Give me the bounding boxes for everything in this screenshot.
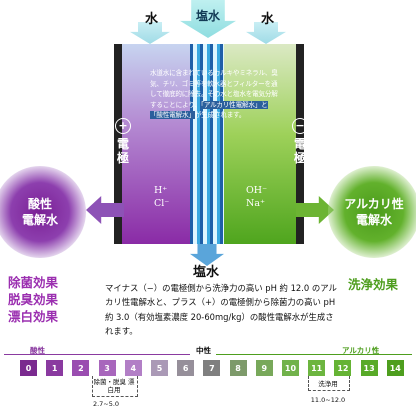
- ph-value-2: 2: [72, 360, 90, 376]
- water-input-label-right: 水: [261, 12, 275, 27]
- effect-sterilization: 除菌効果: [8, 275, 59, 290]
- alkaline-use-label: 洗浄用: [318, 380, 338, 388]
- acid-scale-line: [4, 354, 190, 355]
- alkaline-water-label-2: 電解水: [355, 213, 392, 227]
- ph-value-7: 7: [203, 360, 221, 376]
- plus-sign-icon: +: [115, 118, 131, 134]
- positive-electrode-label: + 電極: [114, 118, 132, 165]
- acidic-water-label-2: 電解水: [21, 213, 58, 227]
- alkaline-scale-line: [216, 354, 412, 355]
- caption-text: マイナス（−）の電極側から洗浄力の高い pH 約 12.0 のアルカリ性電解水と…: [105, 283, 337, 337]
- acid-use-label: 除菌・脱臭 漂白用: [93, 378, 135, 394]
- salt-output-label: 塩水: [193, 265, 220, 280]
- acid-use-bracket: [92, 376, 138, 397]
- acid-use-range: 2.7~5.0: [92, 400, 120, 408]
- ph-value-0: 0: [20, 360, 37, 376]
- alkaline-water-circle: アルカリ性 電解水: [328, 166, 416, 258]
- anode-chamber: [118, 44, 196, 244]
- description-text-2: が生成されます。: [194, 111, 246, 119]
- effect-bleaching: 漂白効果: [8, 309, 59, 324]
- effect-deodorization: 脱臭効果: [8, 292, 59, 307]
- positive-electrode-text: 電極: [116, 137, 129, 165]
- ph-value-5: 5: [151, 360, 168, 376]
- alkaline-water-label-1: アルカリ性: [344, 197, 404, 211]
- ion-hydrogen: H⁺: [154, 185, 168, 196]
- ph-value-4: 4: [124, 360, 142, 376]
- ion-chloride: Cl⁻: [154, 198, 170, 209]
- ph-value-3: 3: [98, 360, 116, 376]
- brine-input-label: 塩水: [195, 9, 220, 23]
- ph-value-14: 14: [386, 360, 404, 376]
- neutral-scale-label: 中性: [196, 346, 211, 355]
- ion-sodium: Na⁺: [246, 198, 265, 209]
- negative-electrode: [296, 44, 304, 244]
- acidic-water-label-1: 酸性: [27, 197, 52, 211]
- acid-effects: 除菌効果 脱臭効果 漂白効果: [8, 274, 58, 325]
- process-description: 水道水に含まれているカルキやミネラル、臭気、チリ、ゴミ等を軟水器とフィルターを通…: [150, 68, 278, 121]
- alkaline-use-bracket: [308, 376, 350, 391]
- minus-sign-icon: −: [292, 118, 308, 134]
- positive-electrode: [114, 44, 122, 244]
- ph-value-10: 10: [282, 360, 299, 376]
- ion-hydroxide: OH⁻: [246, 185, 268, 196]
- water-input-label-left: 水: [145, 12, 159, 27]
- cathode-chamber: [222, 44, 298, 244]
- ph-value-8: 8: [229, 360, 247, 376]
- ph-value-12: 12: [334, 360, 352, 376]
- ph-value-1: 1: [46, 360, 64, 376]
- acidic-water-circle: 酸性 電解水: [0, 166, 86, 258]
- acid-scale-label: 酸性: [30, 346, 45, 355]
- ions-right: OH⁻ Na⁺: [246, 184, 267, 210]
- ph-value-11: 11: [308, 360, 326, 376]
- membrane: [190, 44, 224, 244]
- negative-electrode-text: 電極: [293, 137, 306, 165]
- alkaline-scale-label: アルカリ性: [342, 346, 380, 355]
- ph-value-9: 9: [255, 360, 273, 376]
- description-text-1: 水道水に含まれているカルキやミネラル、臭気、チリ、ゴミ等を軟水器とフィルターを通…: [150, 69, 278, 109]
- alkaline-use-range: 11.0~12.0: [310, 396, 346, 404]
- ions-left: H⁺ Cl⁻: [154, 184, 169, 210]
- ph-value-6: 6: [177, 360, 195, 376]
- alkaline-effects: 洗浄効果: [348, 277, 399, 292]
- negative-electrode-label: − 電極: [291, 118, 309, 165]
- ph-value-13: 13: [360, 360, 378, 376]
